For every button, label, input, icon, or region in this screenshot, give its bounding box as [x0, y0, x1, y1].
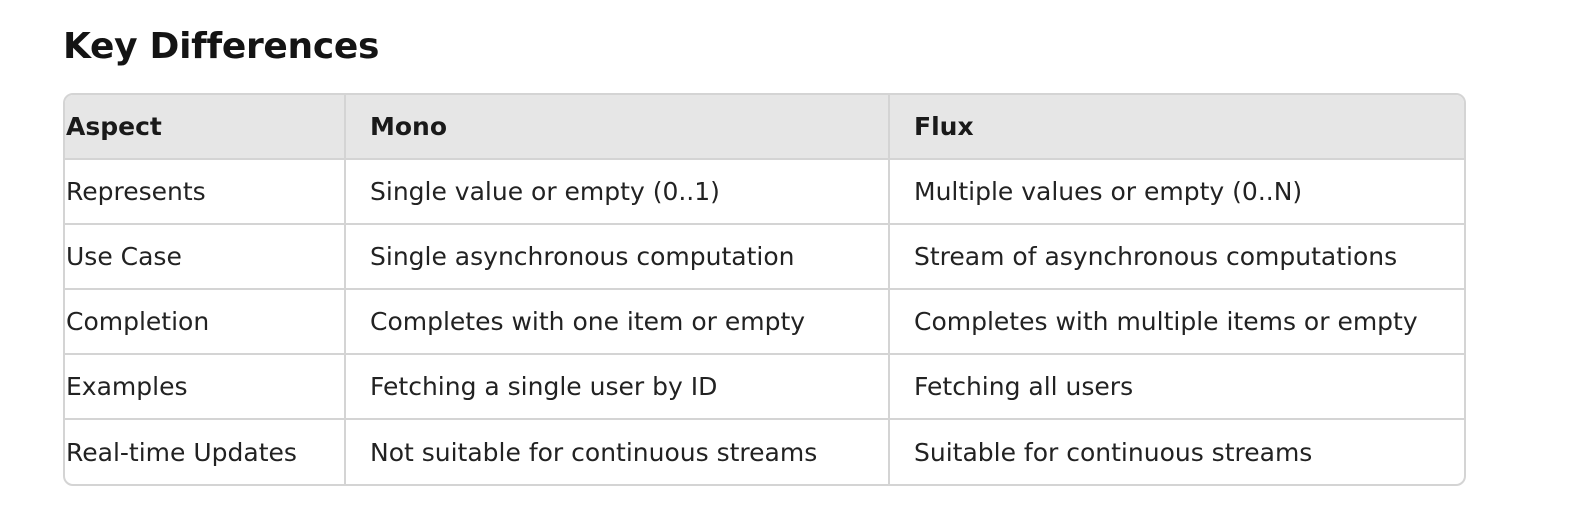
cell-flux: Suitable for continuous streams [914, 437, 1313, 467]
cell-mono: Completes with one item or empty [345, 289, 890, 355]
comparison-table-container: Aspect Mono Flux Represents Single value… [63, 93, 1466, 486]
comparison-table: Aspect Mono Flux Represents Single value… [65, 95, 1464, 484]
table-row: Represents Single value or empty (0..1) … [65, 159, 1464, 225]
cell-mono: Single asynchronous computation [345, 224, 890, 290]
table-row: Use Case Single asynchronous computation… [65, 224, 1464, 290]
cell-aspect: Represents [65, 159, 346, 225]
cell-flux: Fetching all users [889, 354, 1464, 420]
column-header-mono: Mono [345, 95, 890, 160]
cell-mono: Not suitable for continuous streams [345, 419, 890, 484]
column-header-flux: Flux [889, 95, 1464, 160]
table-body: Represents Single value or empty (0..1) … [65, 159, 1464, 484]
cell-mono: Fetching a single user by ID [345, 354, 890, 420]
cell-aspect: Examples [65, 354, 346, 420]
cell-flux: Stream of asynchronous computations [889, 224, 1464, 290]
cell-flux: Multiple values or empty (0..N) [889, 159, 1464, 225]
table-header: Aspect Mono Flux [65, 95, 1464, 160]
cell-aspect: Use Case [65, 224, 346, 290]
column-header-aspect: Aspect [65, 95, 346, 160]
cell-flux: Completes with multiple items or empty [889, 289, 1464, 355]
table-row: Completion Completes with one item or em… [65, 289, 1464, 355]
cell-mono: Single value or empty (0..1) [345, 159, 890, 225]
table-header-row: Aspect Mono Flux [65, 95, 1464, 160]
section-heading: Key Differences [63, 26, 380, 67]
table-row: Real-time Updates Not suitable for conti… [65, 419, 1464, 484]
cell-aspect: Completion [65, 289, 346, 355]
cell-aspect: Real-time Updates [65, 419, 346, 484]
table-row: Examples Fetching a single user by ID Fe… [65, 354, 1464, 420]
